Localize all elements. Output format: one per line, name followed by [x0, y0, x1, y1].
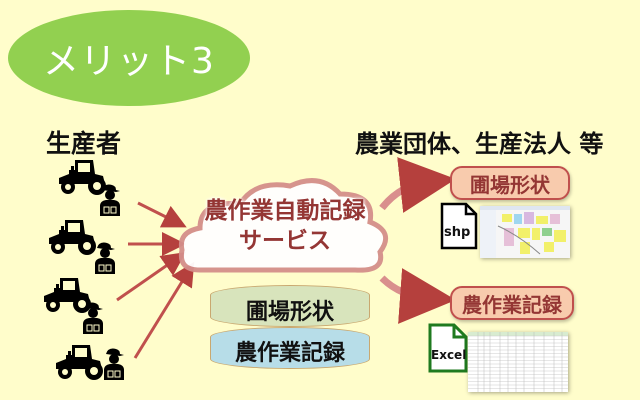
merit-badge-label: メリット3 — [43, 41, 215, 82]
arrow-producer-3 — [116, 252, 186, 302]
spreadsheet-screenshot — [468, 332, 568, 392]
producers-heading: 生産者 — [46, 129, 122, 158]
output-field-shape-pill: 圃場形状 — [450, 166, 570, 200]
excel-file-icon — [428, 323, 468, 373]
organizations-heading: 農業団体、生産法人 等 — [355, 130, 604, 158]
service-label-line1: 農作業自動記録 — [204, 198, 366, 224]
db-work-record: 農作業記録 — [210, 327, 370, 369]
map-screenshot — [480, 206, 570, 258]
shp-file-icon — [440, 202, 478, 250]
output-work-record-pill: 農作業記録 — [450, 286, 574, 320]
db-field-shape: 圃場形状 — [210, 285, 370, 327]
db-work-record-label: 農作業記録 — [234, 341, 345, 366]
service-label: 農作業自動記録 サービス — [180, 196, 390, 256]
output-field-shape-label: 圃場形状 — [470, 172, 550, 197]
merit-badge: メリット3 — [8, 10, 250, 106]
arrow-producer-1 — [137, 201, 187, 228]
arrow-to-field-shape — [379, 157, 456, 213]
excel-file-label: Excel — [431, 348, 467, 362]
service-label-line2: サービス — [239, 228, 331, 254]
arrow-to-work-record — [379, 268, 456, 324]
arrow-producer-4 — [133, 261, 195, 359]
output-work-record-label: 農作業記録 — [462, 292, 562, 317]
shp-file-label: shp — [444, 225, 471, 240]
db-field-shape-label: 圃場形状 — [245, 300, 334, 325]
cloud-shape — [178, 178, 389, 273]
